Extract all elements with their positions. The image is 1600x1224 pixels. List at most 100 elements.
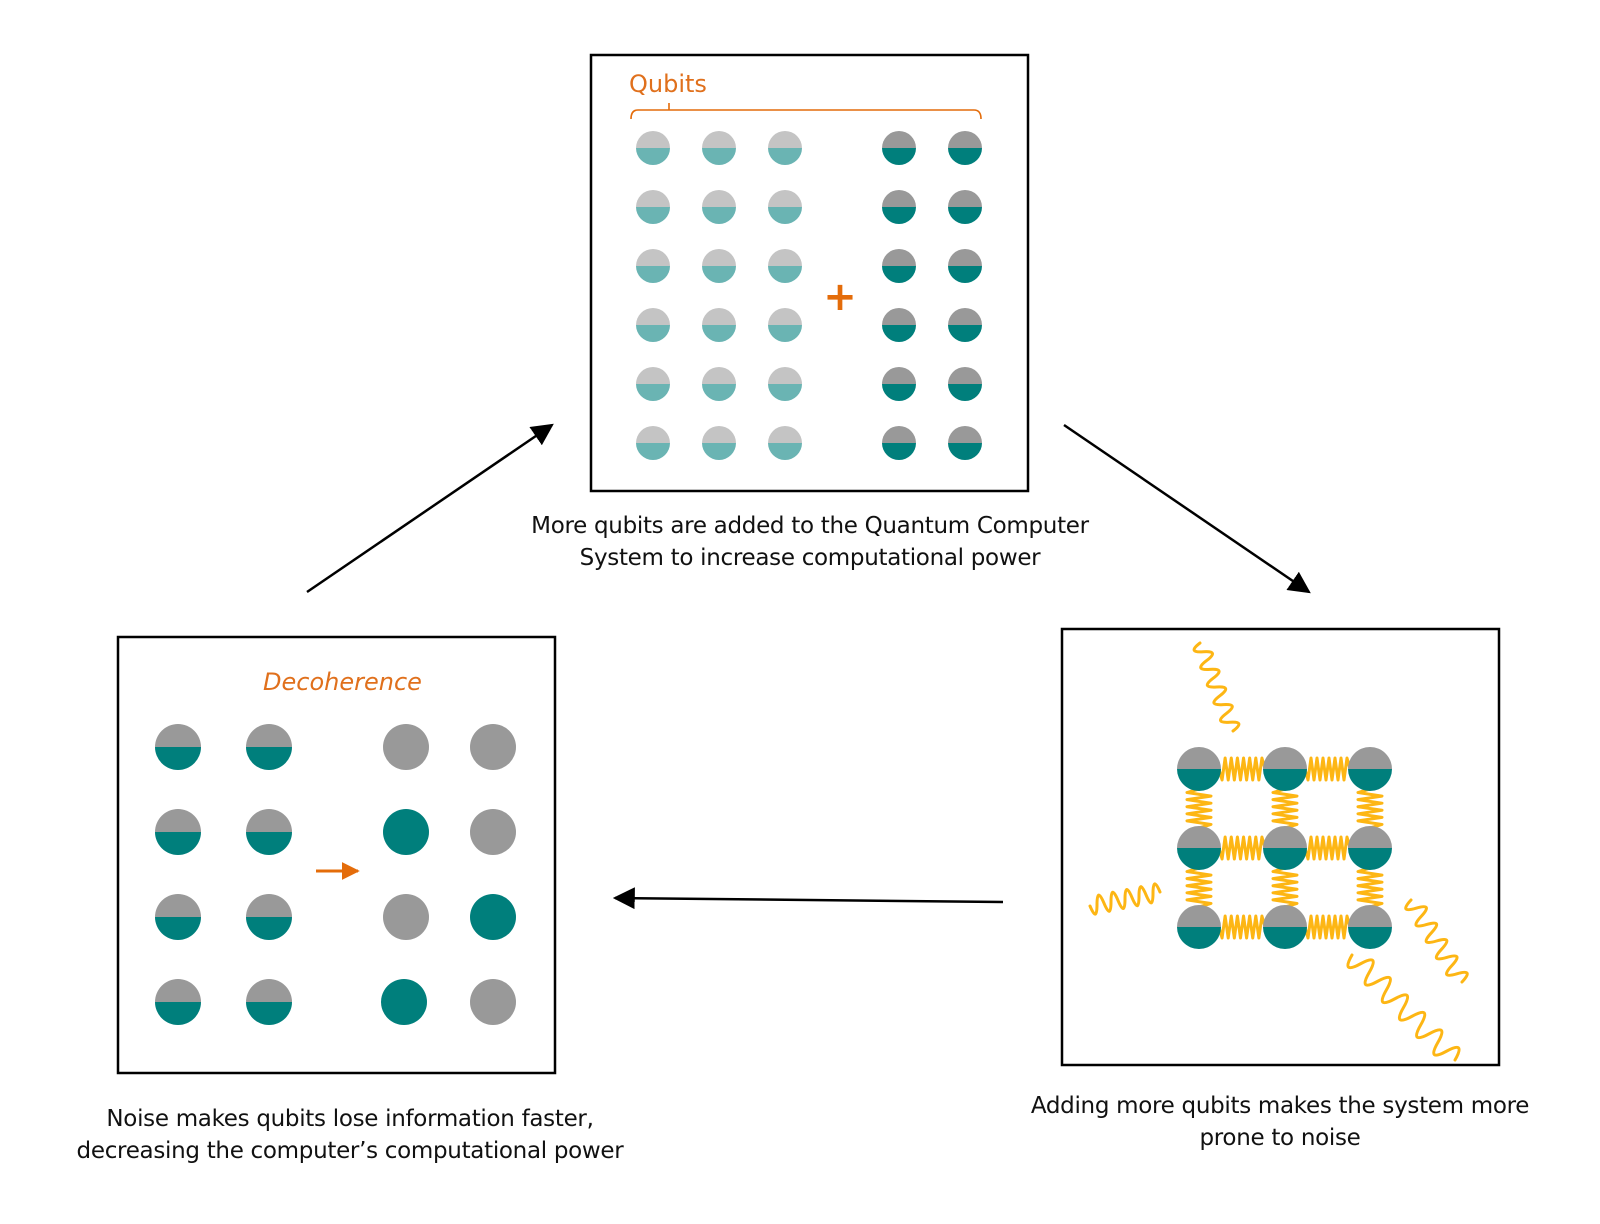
qubit-bottom-half <box>768 207 802 224</box>
added-qubit <box>948 131 982 165</box>
lattice-qubit <box>1348 747 1392 791</box>
top-panel-frame <box>589 53 1030 493</box>
left-caption: Noise makes qubits lose information fast… <box>20 1103 680 1167</box>
qubit-bottom-half <box>702 384 736 401</box>
right-caption-line-2: prone to noise <box>1199 1125 1361 1151</box>
qubit-top-half <box>155 809 201 832</box>
decohered-qubit-teal <box>381 979 427 1025</box>
qubit-bottom-half <box>702 325 736 342</box>
qubit-bottom-half <box>1263 848 1307 870</box>
existing-qubit <box>768 249 802 283</box>
top-caption: More qubits are added to the Quantum Com… <box>470 510 1150 574</box>
spring-coupling <box>1356 787 1384 830</box>
qubit-top-half <box>768 426 802 443</box>
qubit-top-half <box>246 809 292 832</box>
coherent-qubit <box>246 724 292 770</box>
qubit-top-half <box>882 190 916 207</box>
qubit-top-half <box>1177 905 1221 927</box>
existing-qubit <box>636 426 670 460</box>
left-panel-frame <box>116 635 557 1075</box>
decohered-qubit-teal <box>470 894 516 940</box>
added-qubit <box>948 426 982 460</box>
existing-qubit <box>636 367 670 401</box>
added-qubit <box>948 308 982 342</box>
decohered-qubit-gray <box>383 724 429 770</box>
qubit-top-half <box>1348 826 1392 848</box>
qubit-bottom-half <box>768 384 802 401</box>
qubit-bottom-half <box>882 148 916 165</box>
qubit-bottom-half <box>1263 927 1307 949</box>
qubit-bottom-half <box>246 747 292 770</box>
qubit-top-half <box>702 308 736 325</box>
coherent-qubit <box>155 724 201 770</box>
noise-waves <box>1088 641 1469 1062</box>
spring-coupling <box>1271 866 1299 909</box>
qubit-top-half <box>882 249 916 266</box>
added-qubit <box>882 426 916 460</box>
existing-qubit <box>702 308 736 342</box>
spring-coupling <box>1356 866 1384 909</box>
decohered-qubit-gray <box>470 724 516 770</box>
qubit-bottom-half <box>702 443 736 460</box>
existing-qubit <box>768 426 802 460</box>
decohered-qubit-teal <box>383 809 429 855</box>
lattice-qubit <box>1177 747 1221 791</box>
qubit-top-half <box>768 308 802 325</box>
qubit-bottom-half <box>768 266 802 283</box>
spring-coupling <box>1303 914 1352 940</box>
qubit-bottom-half <box>1348 769 1392 791</box>
qubit-top-half <box>1177 747 1221 769</box>
qubit-top-half <box>636 426 670 443</box>
qubit-top-half <box>636 367 670 384</box>
coherent-qubit <box>246 979 292 1025</box>
qubit-bottom-half <box>1177 927 1221 949</box>
added-qubit <box>948 367 982 401</box>
right-qubit-lattice <box>1177 747 1392 949</box>
added-qubit <box>882 131 916 165</box>
qubit-bottom-half <box>636 443 670 460</box>
spring-coupling <box>1217 914 1267 940</box>
added-qubit <box>948 249 982 283</box>
decohered-qubit-gray <box>470 809 516 855</box>
top-qubit-grid <box>636 131 982 460</box>
qubit-bottom-half <box>948 148 982 165</box>
existing-qubit <box>636 131 670 165</box>
qubit-bottom-half <box>155 747 201 770</box>
coherent-qubit <box>155 809 201 855</box>
lattice-qubit <box>1177 905 1221 949</box>
qubit-top-half <box>702 131 736 148</box>
arrow-right-to-left <box>612 887 1004 910</box>
existing-qubit <box>702 190 736 224</box>
qubit-top-half <box>636 190 670 207</box>
qubit-bottom-half <box>1177 848 1221 870</box>
qubit-bottom-half <box>636 207 670 224</box>
qubit-bottom-half <box>636 325 670 342</box>
qubit-top-half <box>768 131 802 148</box>
qubit-bottom-half <box>882 207 916 224</box>
qubit-bottom-half <box>155 1002 201 1025</box>
qubit-top-half <box>882 308 916 325</box>
qubit-bottom-half <box>1348 927 1392 949</box>
right-panel-frame <box>1060 627 1501 1067</box>
qubit-top-half <box>1348 747 1392 769</box>
top-caption-line-2: System to increase computational power <box>579 545 1041 571</box>
qubit-bottom-half <box>948 325 982 342</box>
spring-coupling <box>1217 835 1267 861</box>
lattice-qubit <box>1263 826 1307 870</box>
qubit-top-half <box>702 190 736 207</box>
qubit-top-half <box>155 894 201 917</box>
qubit-top-half <box>948 367 982 384</box>
existing-qubit <box>768 190 802 224</box>
decohered-qubit-gray <box>470 979 516 1025</box>
qubit-bottom-half <box>768 443 802 460</box>
added-qubit <box>882 190 916 224</box>
left-caption-line-2: decreasing the computer’s computational … <box>76 1138 624 1164</box>
qubit-top-half <box>1177 826 1221 848</box>
decohered-qubit-gray <box>383 894 429 940</box>
decoherence-label: Decoherence <box>263 668 422 696</box>
qubit-top-half <box>768 249 802 266</box>
existing-qubit <box>636 308 670 342</box>
qubit-bottom-half <box>948 443 982 460</box>
qubit-top-half <box>702 367 736 384</box>
qubit-top-half <box>1263 747 1307 769</box>
